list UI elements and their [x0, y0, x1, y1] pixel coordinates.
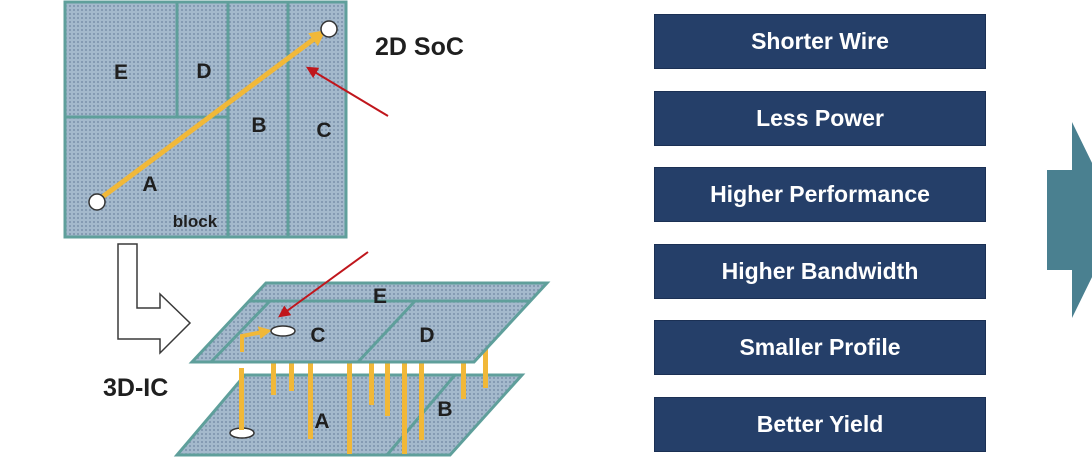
long-wire-2d [95, 30, 326, 204]
tsv-pillars [239, 330, 488, 454]
benefit-higher-bandwidth: Higher Bandwidth [654, 243, 986, 299]
ic-3d-block-a: A [314, 410, 329, 433]
ic-3d-top-layer: E C D [188, 281, 551, 364]
soc-2d-chip: E D B C A block [63, 0, 348, 239]
wire-start-pin-2d [88, 193, 106, 211]
soc-2d-block-a: A [142, 173, 157, 196]
soc-2d-block-c: C [316, 119, 331, 142]
title-3d-ic: 3D-IC [103, 374, 168, 402]
block-label: block [173, 212, 218, 231]
wire-end-pin-2d [320, 20, 338, 38]
transition-arrow [117, 243, 192, 355]
pointer-arrow-3d [278, 251, 369, 318]
benefit-higher-performance: Higher Performance [654, 167, 986, 222]
benefit-smaller-profile: Smaller Profile [654, 320, 986, 375]
benefits-list: Shorter Wire Less Power Higher Performan… [654, 14, 986, 473]
benefit-shorter-wire: Shorter Wire [654, 14, 986, 69]
benefit-less-power: Less Power [654, 90, 986, 146]
wire-end-pin-3d [270, 325, 296, 337]
soc-2d-block-b: B [251, 114, 266, 137]
diagram-canvas: E D B C A block 2D SoC 3D-IC A B [63, 0, 1092, 457]
title-2d-soc: 2D SoC [375, 33, 464, 61]
pointer-arrow-2d [305, 66, 389, 117]
ic-3d-block-d: D [419, 324, 434, 347]
soc-2d-block-d: D [196, 60, 211, 83]
ic-3d-block-c: C [310, 324, 325, 347]
ic-3d-block-e: E [373, 285, 387, 308]
ic-3d-block-b: B [437, 398, 452, 421]
soc-2d-block-e: E [114, 61, 128, 84]
soc-2d-block-borders [65, 2, 290, 237]
benefit-better-yield: Better Yield [654, 396, 986, 452]
result-arrow-icon [1047, 122, 1092, 318]
short-wire-3d [240, 326, 272, 352]
